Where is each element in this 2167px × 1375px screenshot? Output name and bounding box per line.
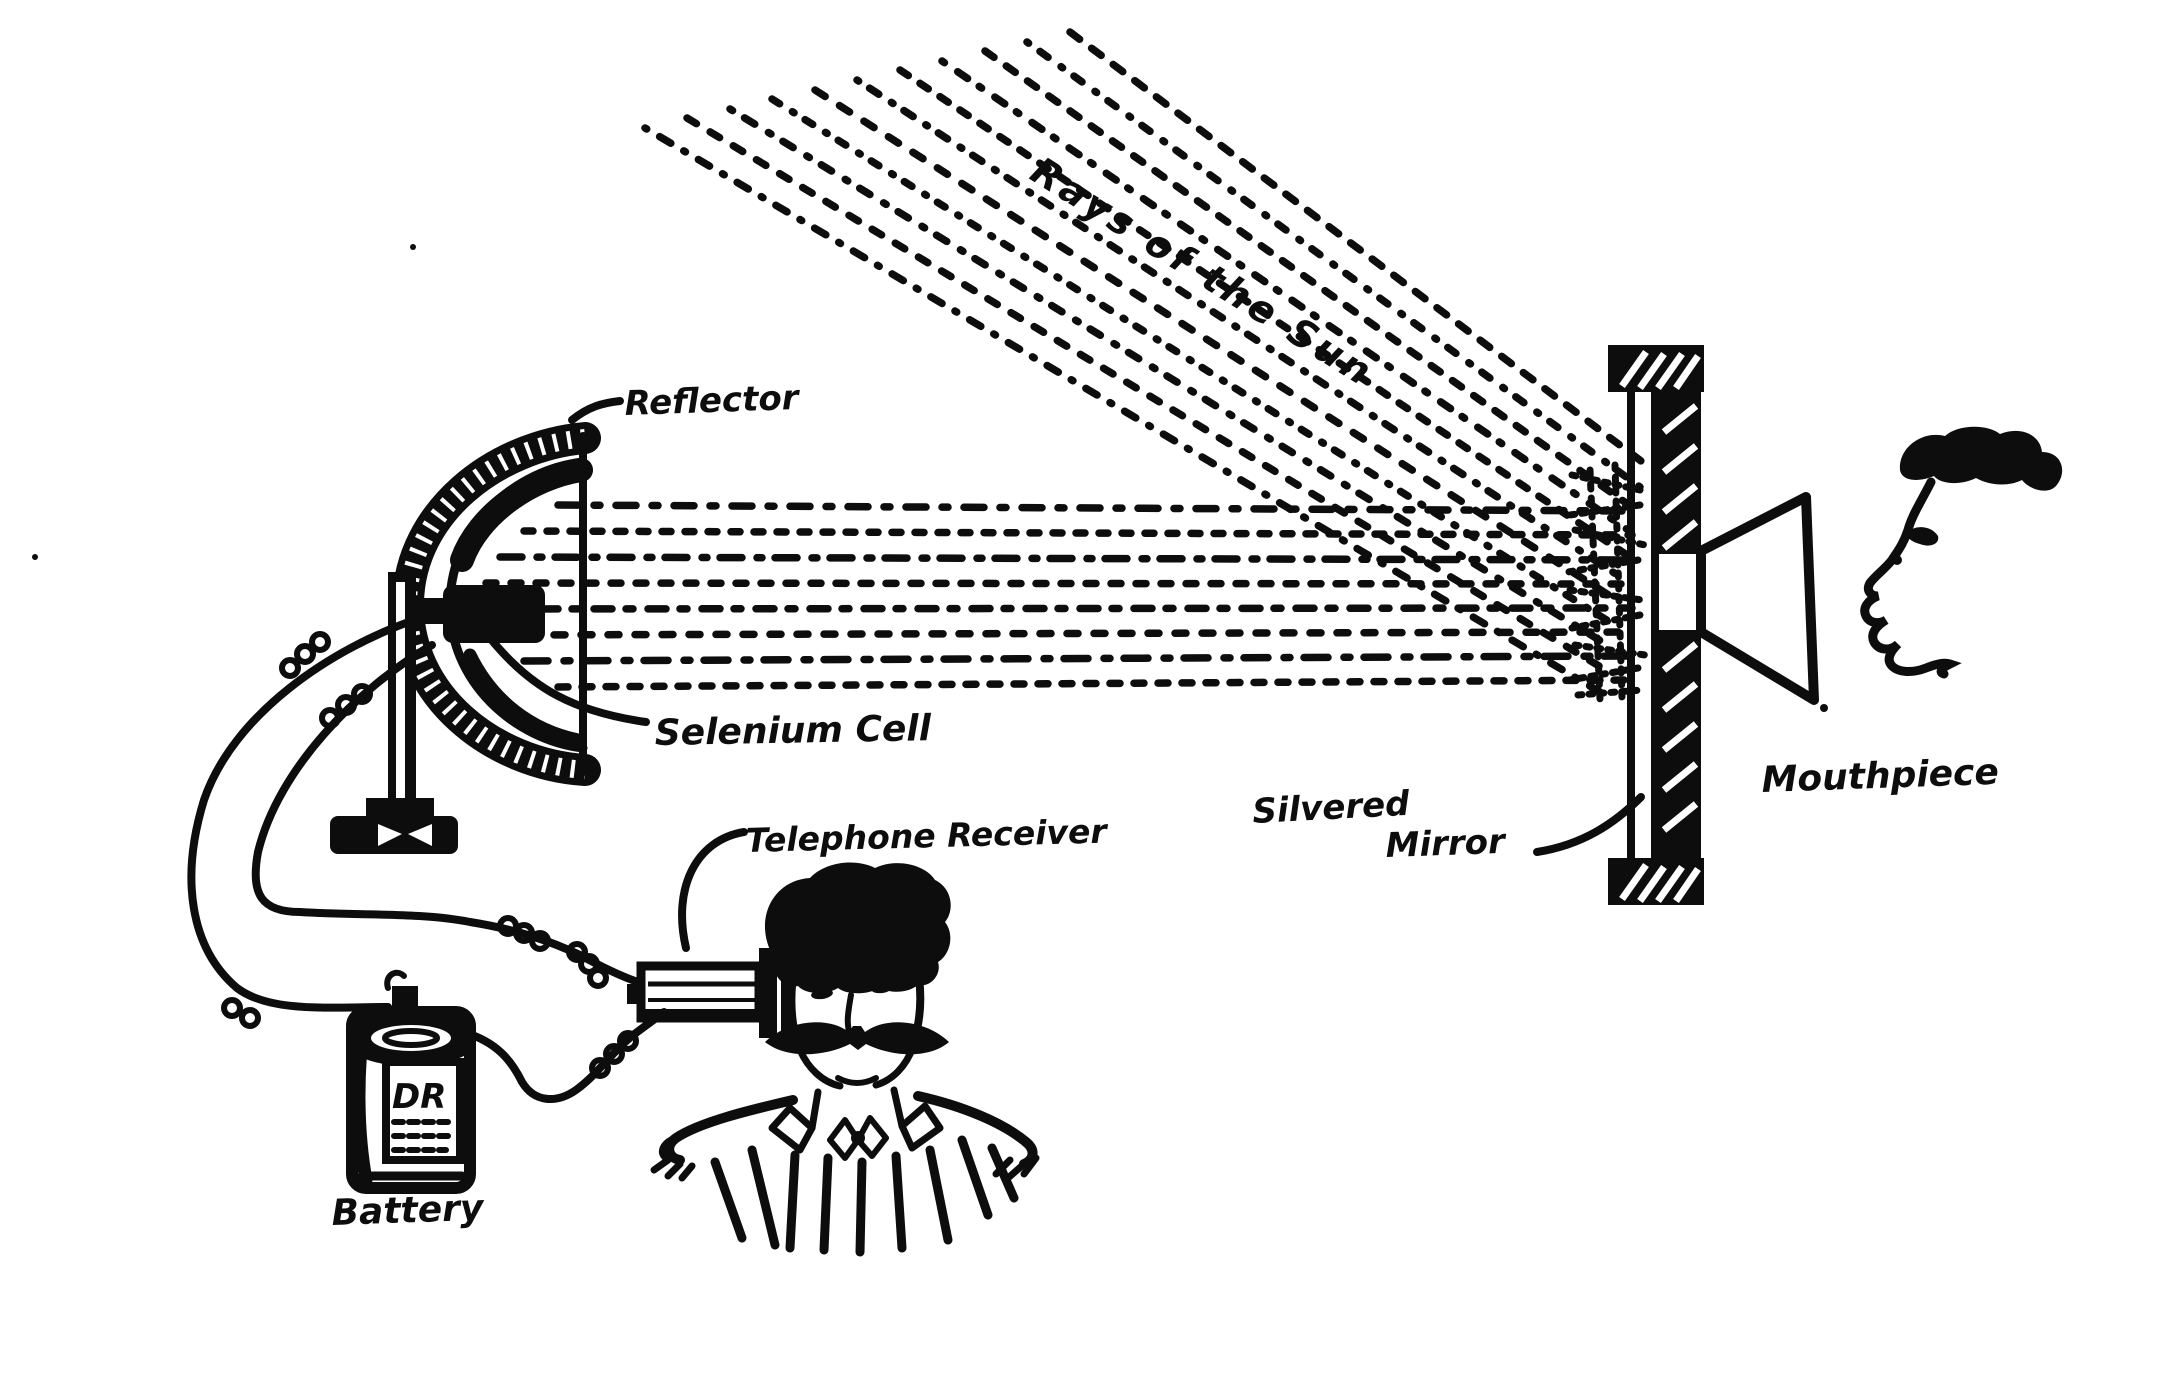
reflector-rim-hatching bbox=[398, 429, 586, 779]
battery-terminal-wirebend bbox=[384, 969, 407, 991]
battery-label-scribble bbox=[391, 1119, 455, 1153]
stand-base-notch-right bbox=[408, 824, 432, 846]
wire-cell-to-receiver bbox=[251, 641, 642, 986]
listener-eye-left bbox=[811, 988, 833, 1000]
listener-mouth bbox=[835, 1075, 879, 1086]
listener-eyebrow-left bbox=[800, 966, 845, 983]
speaker-hair bbox=[1899, 426, 2063, 491]
listener-nose bbox=[844, 992, 854, 1037]
battery-label-panel bbox=[382, 1058, 464, 1164]
telephone-receiver bbox=[627, 948, 795, 1038]
mirror-frame-lower bbox=[1659, 630, 1701, 858]
listener-eye-right bbox=[871, 982, 893, 994]
listener-hand-left bbox=[650, 1134, 696, 1182]
stand-base-notch-left bbox=[378, 824, 402, 846]
mirror-frame-lower-hatching bbox=[1661, 641, 1699, 833]
speaker-eye bbox=[1892, 555, 1902, 565]
reflector-inner-shade-lower bbox=[463, 648, 585, 747]
label-reflector: Reflector bbox=[624, 378, 801, 424]
leader-telephone-receiver bbox=[678, 828, 748, 952]
listener-neck-right bbox=[890, 1086, 906, 1130]
receiver-flange-1 bbox=[759, 948, 777, 1038]
speaker-eyebrow bbox=[1907, 527, 1939, 546]
reflected-rays bbox=[482, 501, 1636, 691]
listener-collar-left bbox=[768, 1104, 816, 1154]
leader-reflector bbox=[568, 397, 624, 424]
receiver-flange-2 bbox=[781, 954, 795, 1032]
ink-speck bbox=[410, 244, 416, 250]
listener-hair bbox=[764, 862, 951, 994]
label-battery: Battery bbox=[331, 1188, 486, 1234]
listener-shoulder-right bbox=[913, 1091, 1038, 1169]
listener-tie-knot bbox=[851, 1131, 865, 1145]
battery: DR bbox=[346, 969, 476, 1194]
battery-can-text: DR bbox=[392, 1077, 446, 1117]
battery-left-shade bbox=[352, 1015, 373, 1187]
listener-neck-left bbox=[808, 1088, 822, 1132]
listener-torso-hatching bbox=[710, 1135, 1019, 1257]
listener-jaw-left bbox=[796, 1046, 844, 1090]
listener-eyebrow-right bbox=[859, 963, 904, 977]
label-mouthpiece: Mouthpiece bbox=[1761, 752, 2000, 801]
listener-jaw-right bbox=[872, 1043, 917, 1089]
circuit-wires bbox=[187, 614, 668, 1104]
wire-cell-to-battery bbox=[187, 614, 424, 1012]
wire-coil-loops bbox=[221, 631, 639, 1079]
label-mirror: Mirror bbox=[1385, 822, 1508, 866]
mirror-frame-upper-hatching bbox=[1661, 403, 1699, 551]
label-silvered: Silvered bbox=[1251, 784, 1411, 832]
speaker-face bbox=[1860, 426, 2063, 679]
stand-post-highlight bbox=[396, 582, 405, 810]
ink-speck bbox=[32, 554, 38, 560]
listener-mustache bbox=[765, 1022, 949, 1055]
label-telephone-receiver: Telephone Receiver bbox=[745, 812, 1109, 860]
listener-man bbox=[650, 862, 1040, 1257]
listener-collar-right bbox=[898, 1102, 944, 1152]
mirror-cap-bottom-hatching bbox=[1619, 862, 1701, 904]
leader-selenium-cell bbox=[486, 634, 650, 726]
reflector-inner-shade bbox=[450, 458, 593, 572]
leader-silvered-mirror bbox=[1533, 793, 1645, 856]
listener-shoulder-left bbox=[664, 1095, 798, 1165]
selenium-cell-assembly bbox=[330, 572, 545, 854]
mirror-cap-top-hatching bbox=[1619, 349, 1701, 391]
mouthpiece-cone bbox=[1696, 492, 1819, 705]
mouthpiece-horn bbox=[1696, 492, 1828, 712]
selenium-cell-body bbox=[443, 585, 545, 643]
battery-top-ring bbox=[382, 1028, 440, 1048]
silvered-mirror bbox=[1564, 345, 1704, 905]
wire-battery-to-receiver bbox=[459, 1008, 668, 1104]
sun-rays bbox=[641, 28, 1649, 696]
label-leader-lines bbox=[486, 397, 1645, 952]
ink-speck bbox=[1820, 704, 1828, 712]
label-selenium-cell: Selenium Cell bbox=[654, 708, 932, 754]
